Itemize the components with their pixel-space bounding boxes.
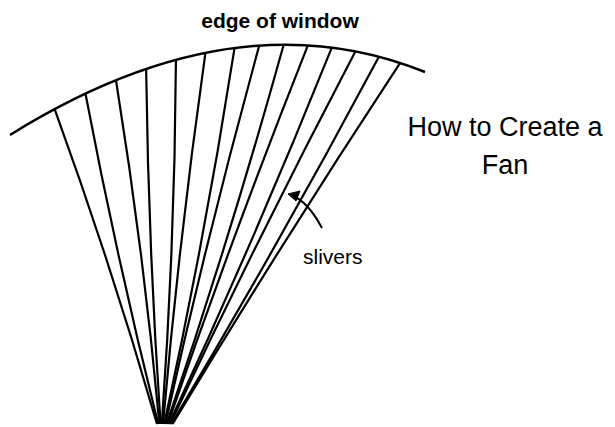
sliver-line xyxy=(169,48,332,424)
sliver-lines xyxy=(55,45,401,424)
sliver-line xyxy=(168,45,308,424)
sliver-line xyxy=(146,69,160,424)
sliver-line xyxy=(171,57,378,424)
sliver-line xyxy=(170,51,355,424)
sliver-line xyxy=(167,45,284,424)
sliver-line xyxy=(173,63,401,424)
sliver-label: slivers xyxy=(303,244,413,270)
window-label: edge of window xyxy=(170,8,390,34)
sliver-line xyxy=(164,48,234,424)
leader-arrowhead xyxy=(288,191,300,201)
sliver-line xyxy=(165,46,259,424)
title: How to Create a Fan xyxy=(400,108,610,184)
sliver-line xyxy=(116,80,159,424)
leader-line xyxy=(293,196,322,228)
